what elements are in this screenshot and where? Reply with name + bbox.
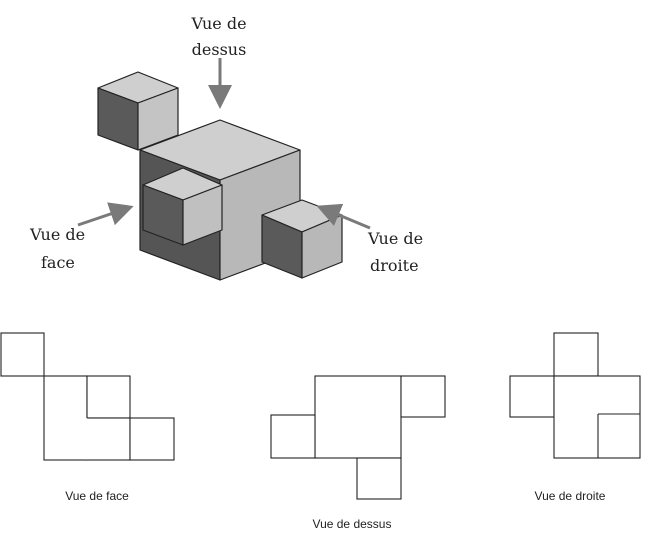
top-view-cell — [314, 375, 402, 459]
front-view-caption: Vue de face — [65, 489, 129, 503]
front-view-label-line1: Vue de — [29, 225, 85, 244]
right-view-drawing — [509, 332, 641, 459]
top-view-label-line1: Vue de — [190, 14, 246, 33]
top-view-cell — [270, 414, 316, 459]
front-view-arrow — [77, 202, 134, 227]
right-view-cell — [509, 375, 555, 418]
right-view-arrow — [316, 203, 371, 230]
top-view-drawing — [270, 375, 446, 500]
front-view-label-line2: face — [41, 253, 75, 272]
top-view-cell — [400, 375, 446, 418]
right-view-label-line2: droite — [370, 256, 419, 275]
right-view-caption: Vue de droite — [535, 489, 606, 503]
right-view-cell — [553, 332, 599, 377]
front-cube-right-face — [182, 184, 223, 246]
top-view-label-line2: dessus — [192, 40, 247, 59]
top-view-cell — [356, 457, 402, 500]
front-view-cell — [86, 375, 131, 419]
back-cube-right-face — [137, 87, 179, 151]
front-view-cell — [86, 417, 131, 461]
front-view-cell — [0, 332, 45, 377]
top-view-caption: Vue de dessus — [313, 517, 392, 531]
front-view-drawing — [0, 332, 175, 461]
right-view-cell — [553, 375, 641, 459]
isometric-object — [97, 71, 343, 281]
front-view-cell — [43, 375, 88, 461]
front-view-cell — [129, 417, 175, 461]
right-view-label-line1: Vue de — [367, 229, 423, 248]
